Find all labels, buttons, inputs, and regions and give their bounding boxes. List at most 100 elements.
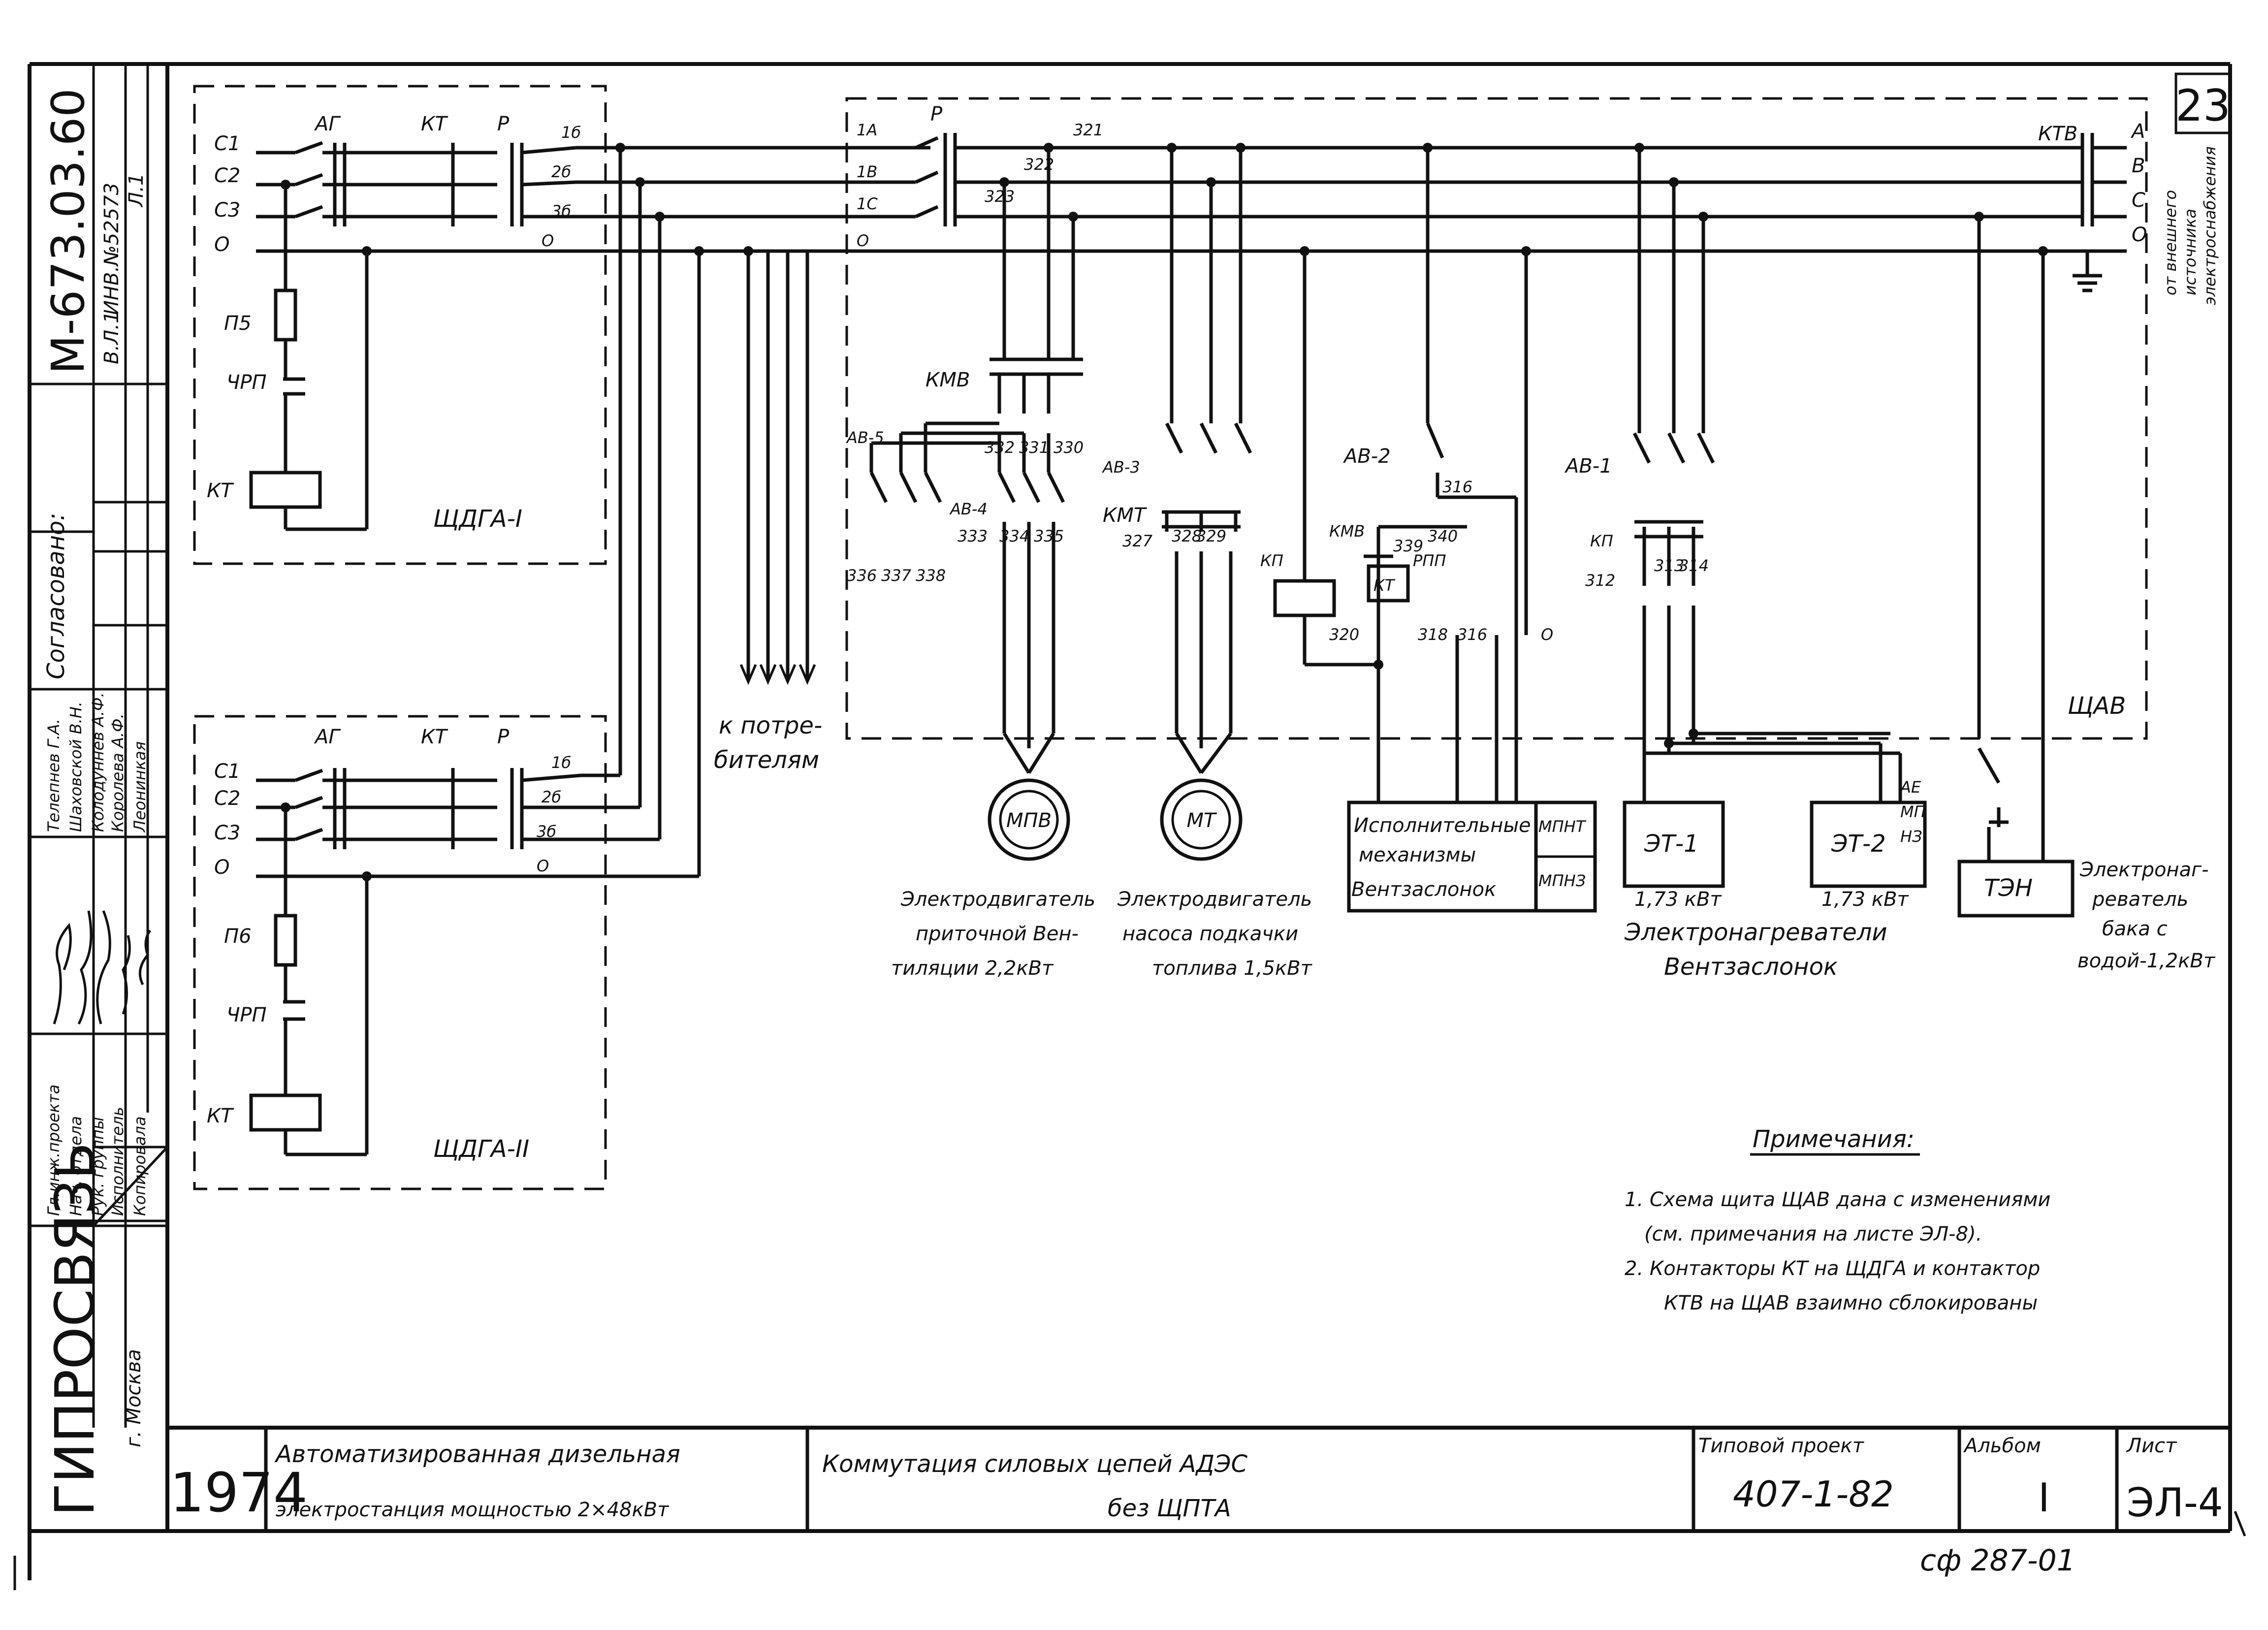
org-name: ГИПРОСВЯЗЬ	[43, 1142, 106, 1516]
panel2-p-label: Р	[497, 726, 510, 748]
year: 1974	[170, 1461, 308, 1524]
album: I	[2038, 1475, 2050, 1521]
motor1-caption-3: тиляции 2,2кВт	[891, 957, 1054, 980]
tank-caption-1: Электронаг-	[2079, 859, 2209, 881]
notes-title: Примечания:	[1753, 1125, 1915, 1153]
av5-terminal-337: 337	[881, 566, 912, 585]
note-line-1: 1. Схема щита ЩАВ дана с изменениями	[1625, 1188, 2050, 1211]
av1-terminal-313: 313	[1654, 556, 1684, 575]
et1-label: ЭТ-1	[1644, 830, 1699, 858]
project-name-2: электростанция мощностью 2×48кВт	[276, 1499, 670, 1521]
bus-label-321: 321	[1073, 121, 1103, 139]
agreed-label: Согласовано:	[42, 512, 70, 679]
consumers-label-1: к потре-	[719, 712, 822, 739]
heaters-caption-2: Вентзаслонок	[1664, 953, 1838, 981]
bus-label-323: 323	[985, 187, 1015, 206]
mpnz-label: МПНЗ	[1538, 871, 1586, 890]
panel1-title: ЩДГА-I	[433, 505, 522, 533]
av1-terminal-312: 312	[1585, 571, 1615, 590]
panel1-input-o: О	[214, 233, 229, 256]
ext-phase-c: С	[2132, 189, 2145, 212]
mechanisms-1: Исполнительные	[1354, 814, 1531, 837]
kmt-terminal-328: 328	[1172, 527, 1202, 545]
handwritten-signatures	[53, 910, 152, 1025]
ae-label: АЕ	[1899, 778, 1921, 797]
role-group-head: Рук. группы	[89, 1117, 107, 1216]
sheet-label: Лист	[2126, 1435, 2177, 1457]
motor2-caption-3: топлива 1,5кВт	[1152, 957, 1313, 980]
drawing-title-2: без ЩПТА	[1108, 1495, 1231, 1522]
name-group-head: Колодуннев А.Ф.	[89, 692, 107, 832]
panel2-fuse-label: П6	[224, 925, 252, 948]
kmv-label: КМВ	[926, 369, 970, 391]
motor2-caption-2: насоса подкачки	[1122, 923, 1298, 945]
side-stamp: М-673.03.60 ИНВ.№52573 Л.1 В.Л.1 Согласо…	[30, 64, 168, 1516]
tank-caption-4: водой-1,2кВт	[2077, 950, 2216, 972]
av3-label: АВ-3	[1102, 458, 1140, 477]
panel2-input-c2: С2	[214, 787, 240, 810]
motor1-caption-1: Электродвигатель	[900, 888, 1095, 911]
role-executor: Исполнитель	[108, 1107, 127, 1216]
ext-source-2: источника	[2181, 209, 2200, 295]
drawing-title-1: Коммутация силовых цепей АДЭС	[822, 1450, 1248, 1478]
ext-phase-b: В	[2132, 155, 2145, 177]
panel2-relay-label: ЧРП	[226, 1004, 267, 1026]
panel1-coil-label: КТ	[207, 479, 234, 502]
panel1-fuse-label: П5	[224, 312, 252, 335]
kmt-label: КМТ	[1103, 504, 1148, 527]
consumers-label-2: бителям	[714, 746, 819, 774]
mechanisms-2: механизмы	[1359, 844, 1476, 866]
panel1-out-o: О	[542, 231, 554, 250]
panel2-input-c1: С1	[214, 760, 240, 783]
panel-shdga-2: АГ КТ Р С1 С2 С3 О 1б 2б 3б О	[193, 715, 607, 1190]
doc-code: М-673.03.60	[42, 88, 95, 374]
heaters-caption-1: Электронагреватели	[1624, 919, 1887, 946]
sheet-number: 23	[2175, 80, 2231, 131]
note-line-2: (см. примечания на листе ЭЛ-8).	[1644, 1223, 1982, 1246]
title-block: 1974 Автоматизированная дизельная электр…	[170, 1428, 2223, 1578]
av4-terminal-335: 335	[1034, 527, 1064, 545]
av5-label: АВ-5	[846, 428, 884, 447]
av5-terminal-338: 338	[916, 566, 946, 585]
panel1-input-c3: С3	[214, 199, 240, 222]
tank-caption-3: бака с	[2102, 918, 2168, 940]
kmv-terminal-332: 332	[985, 438, 1015, 457]
panel2-coil-label: КТ	[207, 1105, 234, 1127]
mp-label: МП	[1900, 802, 1926, 821]
motor-mt: МТ	[1187, 809, 1218, 832]
panel1-input-c1: С1	[214, 132, 240, 155]
panel2-out-1b: 1б	[551, 753, 571, 772]
panel1-kt-label: КТ	[421, 113, 448, 135]
panel-shdga-1: АГ КТ Р С1 С2 С3 О 1б 2б 3б О	[193, 85, 607, 565]
name-copied: Леонинкая	[130, 741, 149, 832]
typical-project-label: Типовой проект	[1698, 1435, 1865, 1457]
bus-junctions	[615, 143, 753, 256]
av4-label: АВ-4	[949, 500, 988, 518]
kmt-terminal-329: 329	[1196, 527, 1226, 545]
panel2-input-c3: С3	[214, 822, 240, 844]
sheet-l1: Л.1	[125, 173, 148, 208]
panel2-out-2b: 2б	[542, 788, 561, 806]
role-dept-head: Нач. отдела	[66, 1116, 85, 1216]
typical-project: 407-1-82	[1733, 1473, 1894, 1515]
ext-source-3: электроснабжения	[2201, 146, 2219, 305]
name-dept-head: Шаховской В.Н.	[66, 702, 85, 832]
project-name-1: Автоматизированная дизельная	[274, 1440, 680, 1468]
motor-mpv: МПВ	[1006, 809, 1052, 832]
kp-label: КП	[1260, 551, 1283, 570]
panel1-p-label: Р	[497, 113, 510, 135]
shav-switch-p: Р	[930, 103, 943, 126]
motor2-caption-1: Электродвигатель	[1117, 888, 1312, 911]
mech-terminal-318: 318	[1418, 625, 1448, 644]
kmv2-label: КМВ	[1329, 522, 1365, 541]
consumer-arrows	[739, 664, 816, 685]
role-chief-engineer: Гл.инж.проекта	[44, 1085, 63, 1216]
footer-code: сф 287-01	[1920, 1543, 2076, 1578]
kmv2-terminal-339: 339	[1393, 537, 1423, 555]
role-copied: Копировала	[130, 1117, 149, 1216]
panel2-input-o: О	[214, 856, 229, 879]
ext-source-1: от внешнего	[2161, 190, 2180, 295]
panel1-out-2b: 2б	[551, 162, 571, 181]
